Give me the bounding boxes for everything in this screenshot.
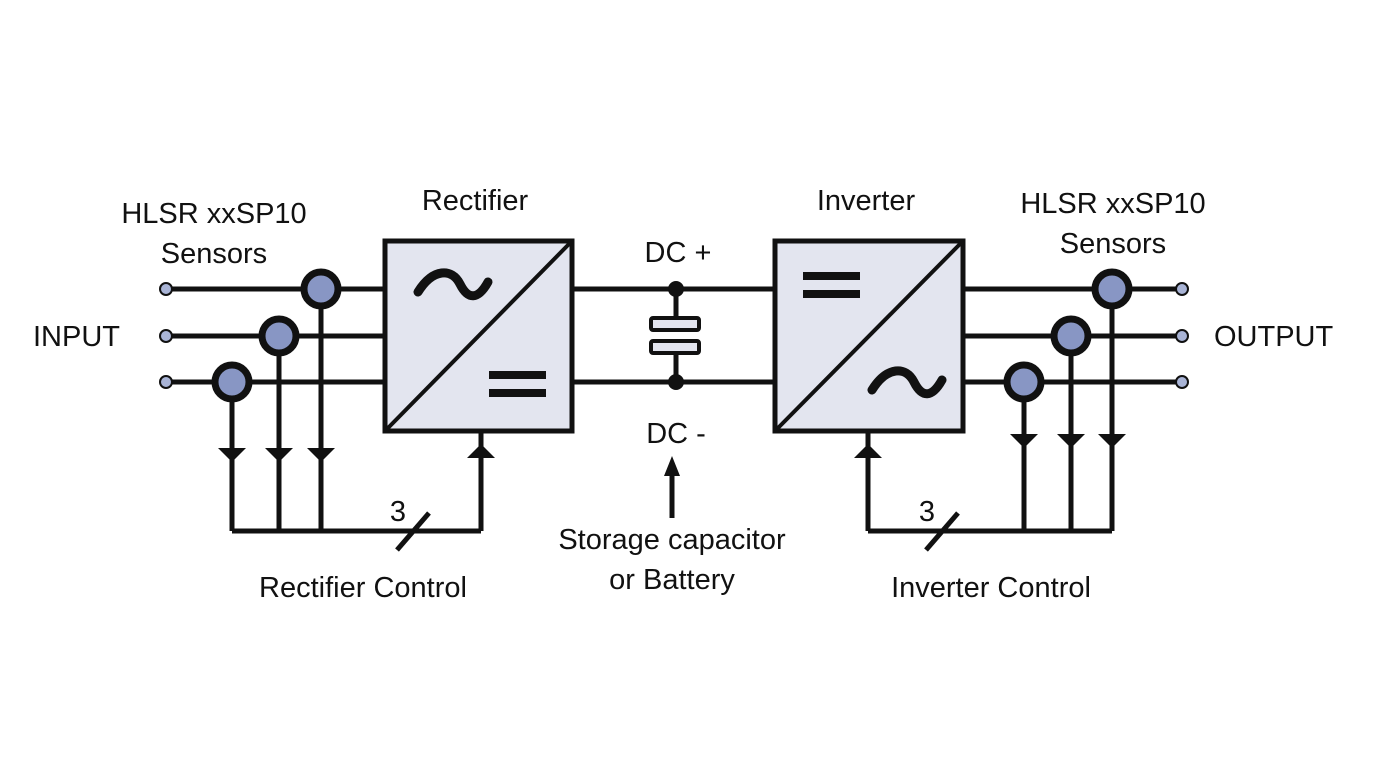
output-sensors-label-line1: HLSR xxSP10: [1020, 188, 1205, 220]
rectifier-control-label: Rectifier Control: [259, 572, 467, 604]
dc-minus-label: DC -: [646, 418, 706, 450]
output-terminal: [1175, 282, 1189, 296]
output-sensors-label-line2: Sensors: [1060, 228, 1166, 260]
output-sensor-3: [1003, 361, 1045, 403]
rect-bus-slash: [395, 511, 431, 552]
rectifier-block: [382, 238, 575, 434]
input-label: INPUT: [33, 321, 120, 353]
inverter-block: [772, 238, 966, 434]
dc-plus-label: DC +: [645, 237, 712, 269]
arrow-down-icon: [265, 448, 293, 462]
arrow-up-icon: [664, 456, 680, 476]
arrow-down-icon: [218, 448, 246, 462]
capacitor-icon: [649, 316, 701, 355]
rectifier-title: Rectifier: [422, 185, 529, 217]
dc-equals-icon: [489, 371, 546, 397]
storage-label-line1: Storage capacitor: [558, 524, 786, 556]
input-sensors-label-line2: Sensors: [161, 238, 267, 270]
input-sensor-1: [300, 268, 342, 310]
inverter-title: Inverter: [817, 185, 916, 217]
junction-dot: [668, 281, 684, 297]
input-sensor-3: [211, 361, 253, 403]
arrow-down-icon: [1010, 434, 1038, 448]
arrow-down-icon: [1057, 434, 1085, 448]
arrow-up-icon: [467, 444, 495, 458]
input-sensor-2: [258, 315, 300, 357]
storage-label-line2: or Battery: [609, 564, 735, 596]
input-terminal: [159, 282, 173, 296]
output-terminal: [1175, 329, 1189, 343]
junction-dot: [668, 374, 684, 390]
rectifier-bus-count: 3: [390, 496, 406, 528]
output-terminal: [1175, 375, 1189, 389]
input-terminal: [159, 329, 173, 343]
inverter-bus-count: 3: [919, 496, 935, 528]
arrow-down-icon: [1098, 434, 1126, 448]
output-label: OUTPUT: [1214, 321, 1334, 353]
dc-equals-icon: [803, 272, 860, 298]
input-terminal: [159, 375, 173, 389]
output-sensor-2: [1050, 315, 1092, 357]
arrow-up-icon: [854, 444, 882, 458]
inv-bus-slash: [924, 511, 960, 552]
arrow-down-icon: [307, 448, 335, 462]
input-sensors-label-line1: HLSR xxSP10: [121, 198, 306, 230]
ac-tilde-icon: [867, 366, 947, 399]
output-sensor-1: [1091, 268, 1133, 310]
inverter-control-label: Inverter Control: [891, 572, 1091, 604]
ac-tilde-icon: [413, 268, 493, 301]
